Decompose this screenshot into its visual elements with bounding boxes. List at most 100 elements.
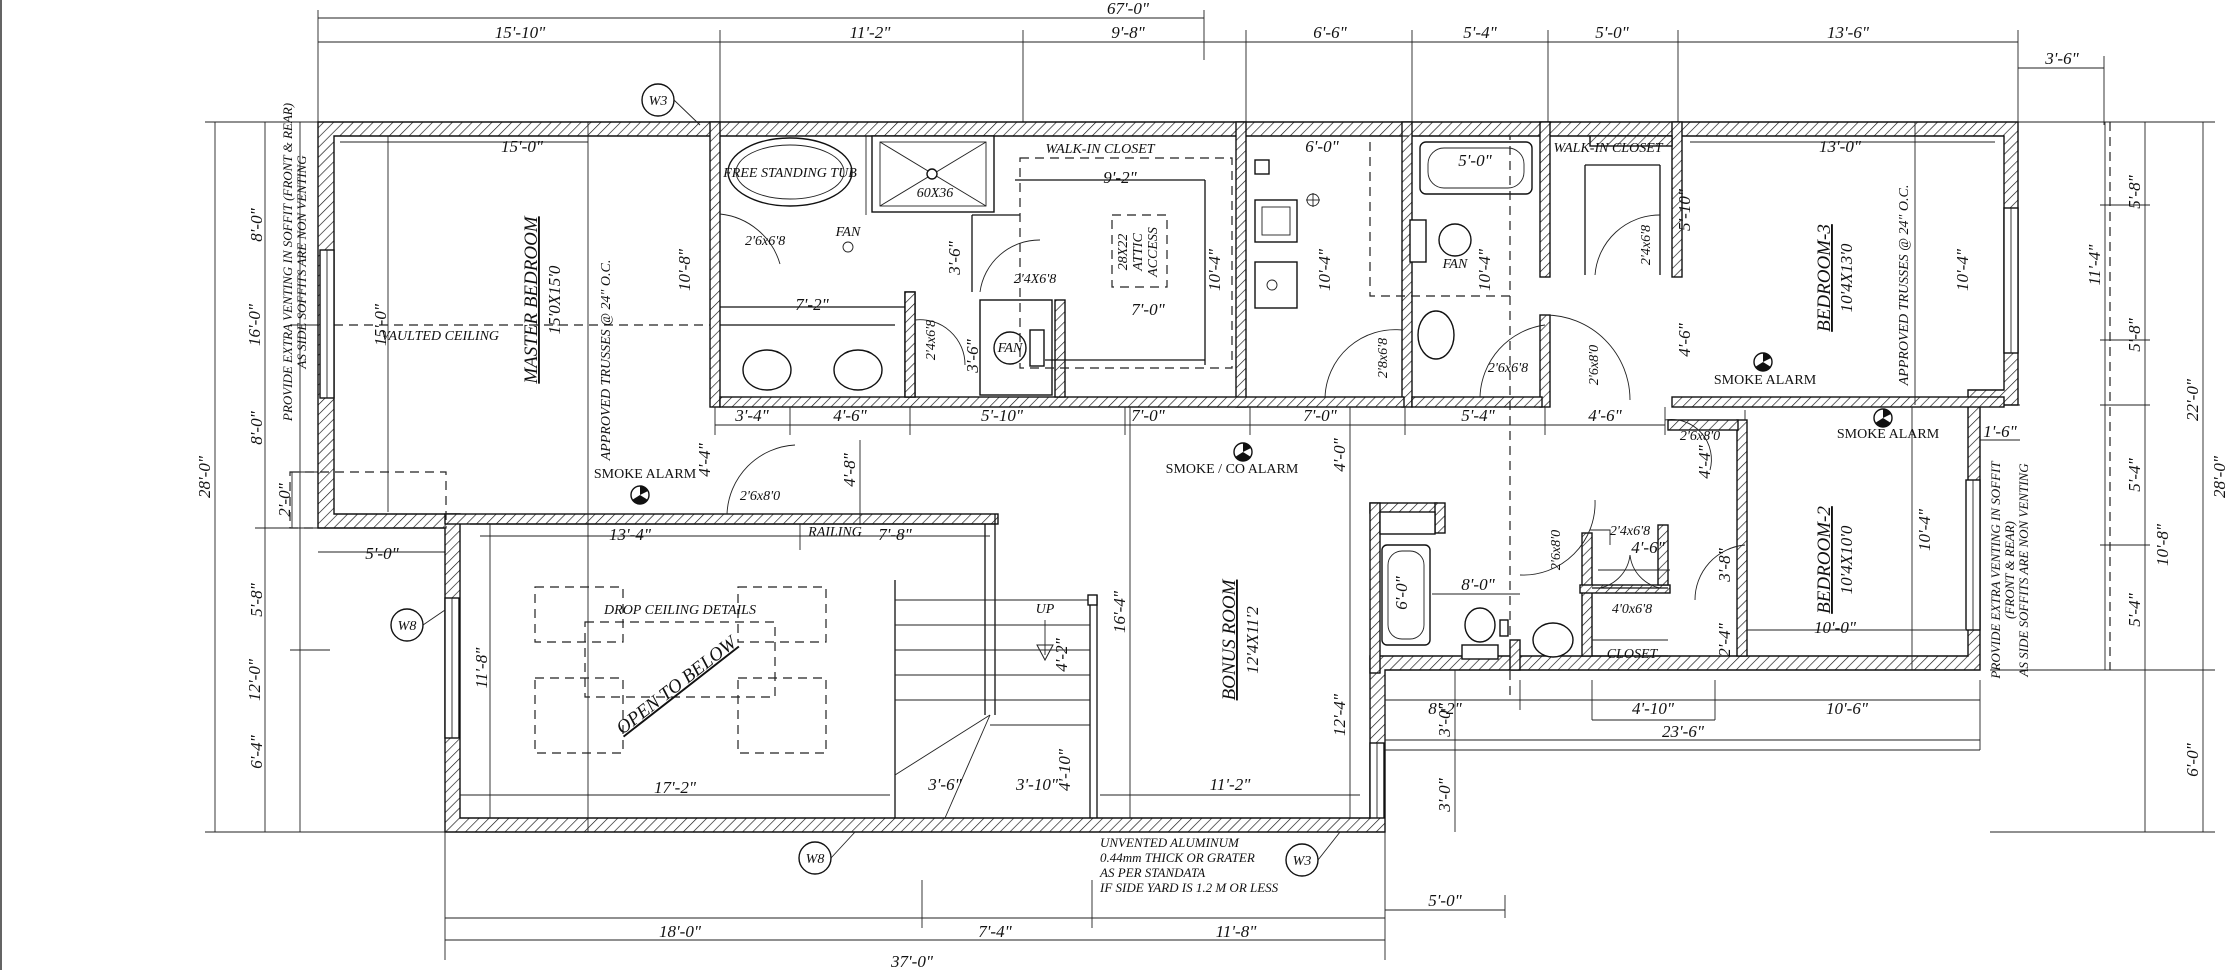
open-width: 13'-4" bbox=[609, 525, 652, 544]
bath2-width: 5'-0" bbox=[1458, 151, 1492, 170]
ens-36b: 3'-6" bbox=[963, 338, 982, 373]
bed2-width: 10'-0" bbox=[1814, 618, 1857, 637]
bed2-door-top: 2'6x8'0 bbox=[1680, 429, 1720, 444]
dim-right-16: 1'-6" bbox=[1983, 422, 2017, 441]
bed2-height: 10'-4" bbox=[1915, 508, 1934, 551]
bathtub-lower bbox=[1381, 544, 1431, 646]
wic-door: 2'4X6'8 bbox=[1014, 272, 1057, 287]
railing-dim: 7'-8" bbox=[878, 525, 912, 544]
note-right-line1: PROVIDE EXTRA VENTING IN SOFFIT bbox=[1988, 461, 2003, 680]
bath3-width: 8'-0" bbox=[1461, 575, 1495, 594]
toilet-lower bbox=[1464, 607, 1496, 643]
wic2-door: 2'4x6'8 bbox=[1639, 225, 1654, 265]
bedroom-2: 2'6x8'0 4'-4" 3'-8" 2'-4" 10'-0" 10'-4" … bbox=[1664, 407, 1981, 670]
note-bottom-3: AS PER STANDATA bbox=[1099, 865, 1205, 880]
note-left-line1: PROVIDE EXTRA VENTING IN SOFFIT (FRONT &… bbox=[280, 103, 295, 422]
soffit-note-left: PROVIDE EXTRA VENTING IN SOFFIT (FRONT &… bbox=[280, 103, 309, 422]
attic-line2: ATTIC bbox=[1131, 233, 1146, 272]
vaulted-ceiling-label: VAULTED CEILING bbox=[381, 329, 499, 344]
note-bottom-2: 0.44mm THICK OR GRATER bbox=[1100, 850, 1255, 865]
bonus-size: 12'4X11'2 bbox=[1243, 606, 1262, 674]
dim-left-2: 2'-0" bbox=[275, 482, 294, 516]
wic2-label: WALK-IN CLOSET bbox=[1553, 141, 1663, 156]
bath3-height: 6'-0" bbox=[1392, 575, 1411, 609]
note-right-line2: (FRONT & REAR) bbox=[2002, 521, 2017, 619]
alarm-label-bed2: SMOKE ALARM bbox=[1837, 427, 1940, 442]
lr-dim-6: 3'-0" bbox=[1435, 777, 1454, 812]
open-height: 11'-8" bbox=[472, 647, 491, 689]
attic-line3: ACCESS bbox=[1146, 227, 1161, 278]
dim-top-1: 15'-10" bbox=[495, 23, 546, 42]
ensuite: FREE STANDING TUB 60X36 FAN 2'6x6'8 7'-2… bbox=[675, 135, 1057, 398]
dim-left-58: 5'-8" bbox=[247, 582, 266, 616]
note-left-line2: AS SIDE SOFFITS ARE NON VENTING bbox=[294, 155, 309, 370]
smoke-alarm-bed3: SMOKE ALARM bbox=[1714, 352, 1817, 388]
lr-dim-4: 23'-6" bbox=[1662, 722, 1705, 741]
dim-left-8a: 8'-0" bbox=[247, 207, 266, 241]
dim-top-3: 9'-8" bbox=[1111, 23, 1145, 42]
hall-door: 2'6x8'0 bbox=[740, 489, 780, 504]
bath2-height: 10'-4" bbox=[1475, 248, 1494, 291]
dim-top-5: 5'-4" bbox=[1463, 23, 1497, 42]
bed3-height: 10'-4" bbox=[1953, 248, 1972, 291]
trusses-label-right: APPROVED TRUSSES @ 24" O.C. bbox=[1897, 185, 1912, 387]
trusses-label-left: APPROVED TRUSSES @ 24" O.C. bbox=[599, 260, 614, 462]
hall-dim-5: 7'-0" bbox=[1303, 406, 1337, 425]
walk-in-closet-master: WALK-IN CLOSET 9'-2" 7'-0" 10'-4" 28X22 … bbox=[1015, 142, 1233, 369]
hall-40: 4'-0" bbox=[1330, 437, 1349, 471]
dim-top-6: 5'-0" bbox=[1595, 23, 1629, 42]
lower-right-dimensions: 8'-2" 4'-10" 10'-6" 23'-6" 3'-0" 3'-0" bbox=[1384, 670, 1981, 832]
stair-410: 4'-10" bbox=[1055, 748, 1074, 791]
dim-right-108: 10'-8" bbox=[2153, 523, 2172, 566]
lower-bath: 6'-0" 8'-0" 2'6x8'0 bbox=[1379, 499, 1596, 660]
smoke-co-alarm-hall: SMOKE / CO ALARM bbox=[1166, 442, 1299, 477]
toilet-main bbox=[1438, 223, 1472, 257]
fan-label-ensuite: FAN bbox=[835, 225, 861, 240]
dim-top-2: 11'-2" bbox=[850, 23, 892, 42]
wic-depth: 7'-0" bbox=[1131, 300, 1165, 319]
attic-access bbox=[1111, 214, 1168, 288]
dim-right-58b: 5'-8" bbox=[2125, 317, 2144, 351]
dim-bottom-3: 11'-8" bbox=[1216, 922, 1258, 941]
dim-right-6: 6'-0" bbox=[2183, 742, 2202, 776]
ens-wc-door: 2'4x6'8 bbox=[924, 320, 939, 360]
bed3-width: 13'-0" bbox=[1819, 137, 1862, 156]
open-to-below: 13'-4" RAILING 7'-8" 11'-8" 17'-2" DROP … bbox=[444, 514, 996, 818]
main-bath: 5'-0" FAN 10'-4" 2'6x6'8 bbox=[1369, 135, 1546, 700]
window-tag-w3-bottom: W3 bbox=[1285, 831, 1341, 877]
bedroom-3: 13'-0" 10'-4" BEDROOM-3 10'4X13'0 APPROV… bbox=[1690, 122, 1995, 405]
dim-right-outer: 28'-0" bbox=[2210, 455, 2229, 498]
bathtub-main bbox=[1419, 141, 1533, 195]
tub-label: FREE STANDING TUB bbox=[722, 166, 857, 181]
dim-right-54b: 5'-4" bbox=[2125, 592, 2144, 626]
lr-dim-5: 3'-0" bbox=[1435, 702, 1454, 737]
ens-door: 2'6x6'8 bbox=[745, 234, 785, 249]
wic-label: WALK-IN CLOSET bbox=[1045, 142, 1155, 157]
note-right-line3: AS SIDE SOFFITS ARE NON VENTING bbox=[2016, 463, 2031, 678]
stair: UP 4'-2" 3'-6" 3'-10" 4'-10" bbox=[894, 580, 1098, 819]
soffit-note-right: PROVIDE EXTRA VENTING IN SOFFIT (FRONT &… bbox=[1988, 461, 2031, 680]
top-dimension-string: 67'-0" 15'-10" 11'-2" 9'-8" 6'-6" 5'-4" … bbox=[317, 0, 2105, 125]
hall-dim-3: 5'-10" bbox=[981, 406, 1024, 425]
stair-310: 3'-10" bbox=[1015, 775, 1059, 794]
dim-left-8b: 8'-0" bbox=[247, 410, 266, 444]
bottom-dimension-string: 37'-0" 18'-0" 7'-4" 11'-8" 5'-0" bbox=[444, 832, 1506, 970]
tag-w8-bottom-label: W8 bbox=[806, 852, 825, 867]
attic-line1: 28X22 bbox=[1116, 234, 1131, 271]
laundry-height: 10'-4" bbox=[1315, 248, 1334, 291]
stair-up-label: UP bbox=[1036, 602, 1055, 617]
wic2-height: 5'-10" bbox=[1675, 188, 1694, 231]
master-height: 15'-0" bbox=[371, 303, 390, 346]
hall-dimensions: 3'-4" 4'-6" 5'-10" 7'-0" 7'-0" 5'-4" 4'-… bbox=[695, 406, 1666, 525]
dim-right-54a: 5'-4" bbox=[2125, 457, 2144, 491]
dim-overall-top: 67'-0" bbox=[1107, 0, 1150, 18]
free-standing-tub bbox=[727, 137, 853, 207]
washer bbox=[1254, 199, 1298, 243]
stair-42: 4'-2" bbox=[1052, 637, 1071, 671]
wic-width: 9'-2" bbox=[1103, 168, 1137, 187]
window-tag-w8-left: W8 bbox=[390, 608, 446, 642]
dim-bottom-2: 7'-4" bbox=[978, 922, 1012, 941]
railing-label: RAILING bbox=[807, 525, 862, 540]
exterior-walls bbox=[317, 121, 2019, 833]
tag-w3-top-label: W3 bbox=[649, 94, 668, 109]
